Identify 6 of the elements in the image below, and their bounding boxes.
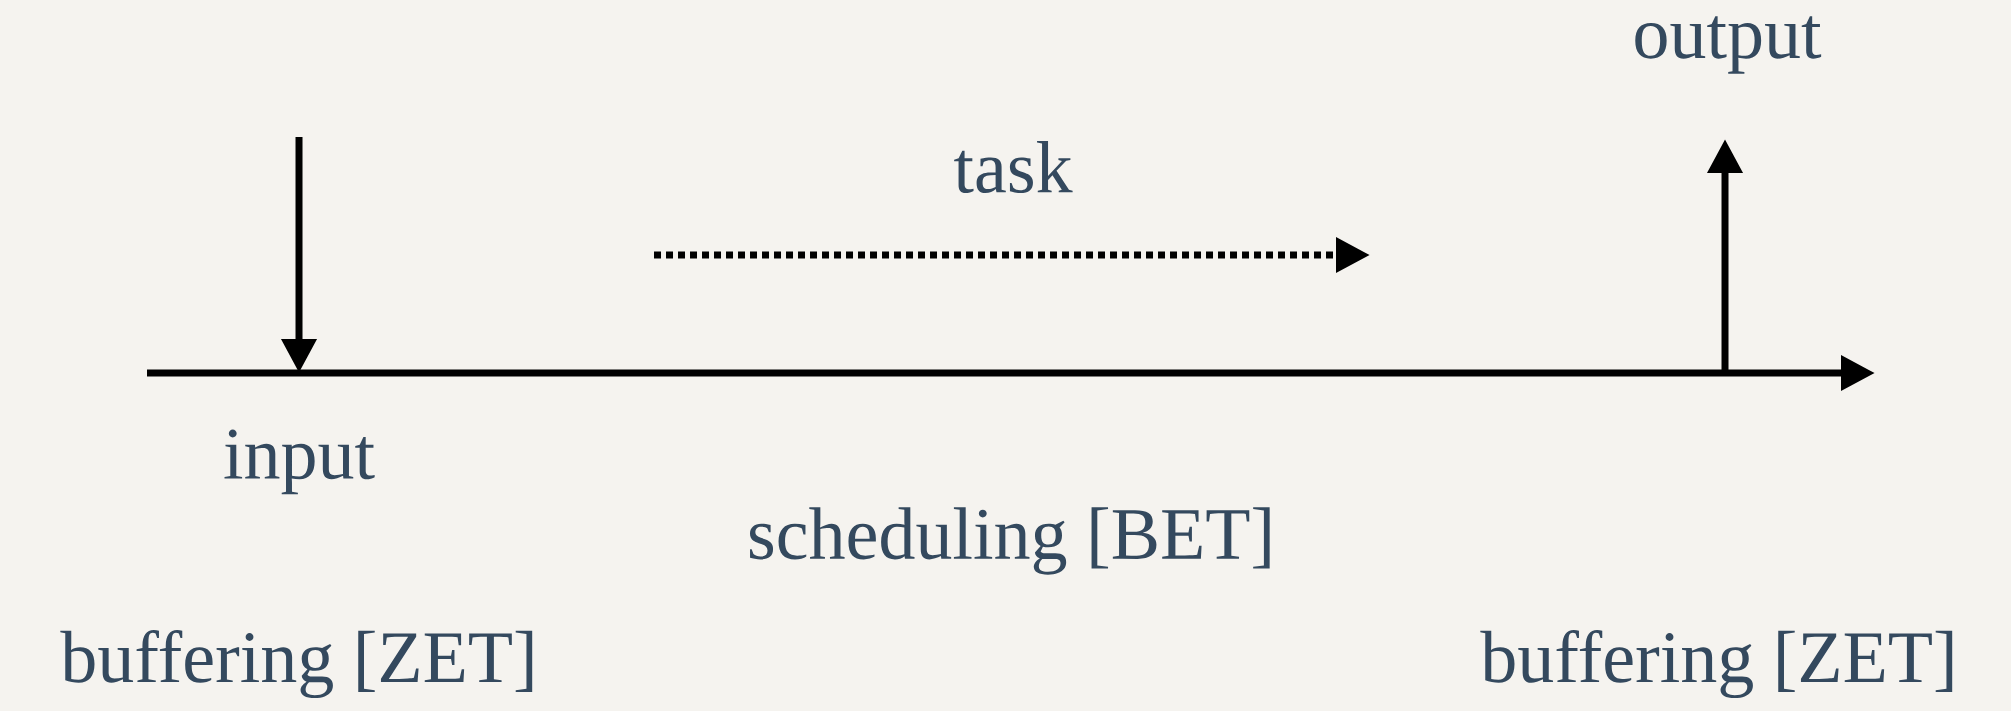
axis-label: buffering [ZET] (1480, 629, 1953, 698)
axis-label: scheduling [BET] (750, 507, 1270, 575)
axis-label: input (224, 429, 375, 495)
axis-label: output (1635, 16, 1822, 74)
axis-label: task (954, 140, 1073, 193)
axis-label: buffering [ZET] (60, 629, 533, 698)
